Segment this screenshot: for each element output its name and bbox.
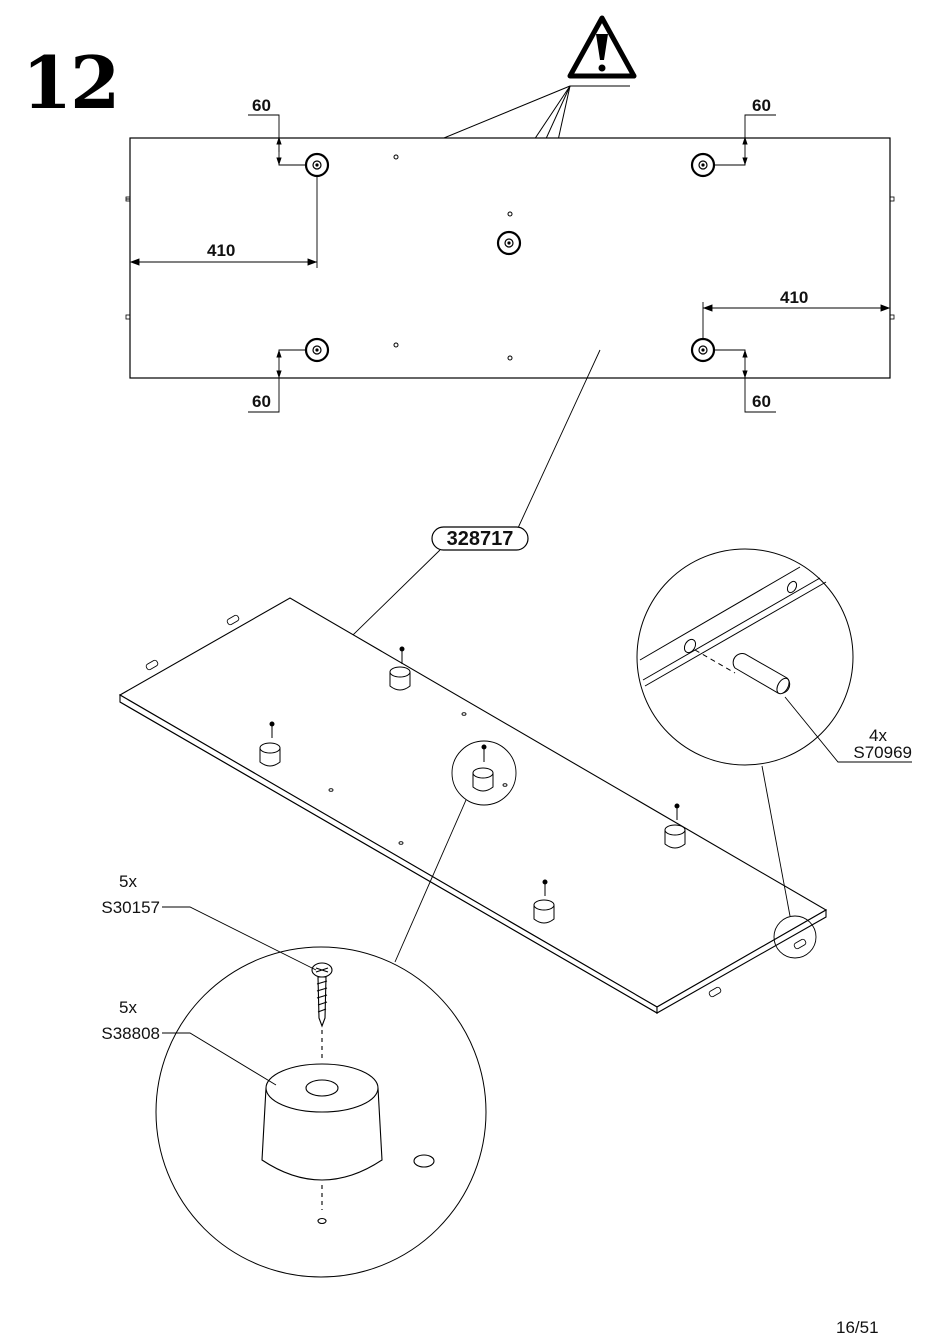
- dimension-right-span: 410: [780, 288, 808, 307]
- predrilled-hole: [393, 154, 513, 361]
- foot-detail-zoom: [155, 946, 487, 1278]
- screw-quantity: 5x: [119, 872, 137, 891]
- panel-isometric: [118, 597, 828, 1014]
- dimension-top-left: 60: [252, 96, 271, 115]
- dimension-lines: [129, 114, 891, 413]
- warning-triangle-icon: [567, 15, 637, 87]
- foot-code: S38808: [101, 1024, 160, 1043]
- foot-callout-leader: [162, 1032, 277, 1086]
- part-number-label: 328717: [314, 349, 601, 673]
- foot-isometric: [259, 646, 686, 924]
- foot-marker: [496, 230, 522, 256]
- dimension-top-right: 60: [752, 96, 771, 115]
- dowel-quantity: 4x: [869, 726, 887, 745]
- dowel-code: S70969: [853, 743, 912, 762]
- part-number-text: 328717: [447, 528, 514, 550]
- dimension-left-span: 410: [207, 241, 235, 260]
- dowel-detail-zoom: [636, 548, 854, 766]
- dimension-bottom-left: 60: [252, 392, 271, 411]
- step-number: 12: [22, 40, 120, 125]
- panel-top-view: [125, 137, 895, 379]
- foot-quantity: 5x: [119, 998, 137, 1017]
- page-number: 16/51: [836, 1318, 879, 1337]
- zoom-connector-lines: [394, 765, 791, 963]
- panel-hole: [328, 712, 508, 845]
- dimension-bottom-right: 60: [752, 392, 771, 411]
- dowel-pin: [145, 614, 807, 998]
- screw-callout-leader: [162, 906, 317, 971]
- screw-code: S30157: [101, 898, 160, 917]
- dowel-callout-leader: [784, 696, 912, 763]
- detail-highlight-circle: [451, 740, 817, 959]
